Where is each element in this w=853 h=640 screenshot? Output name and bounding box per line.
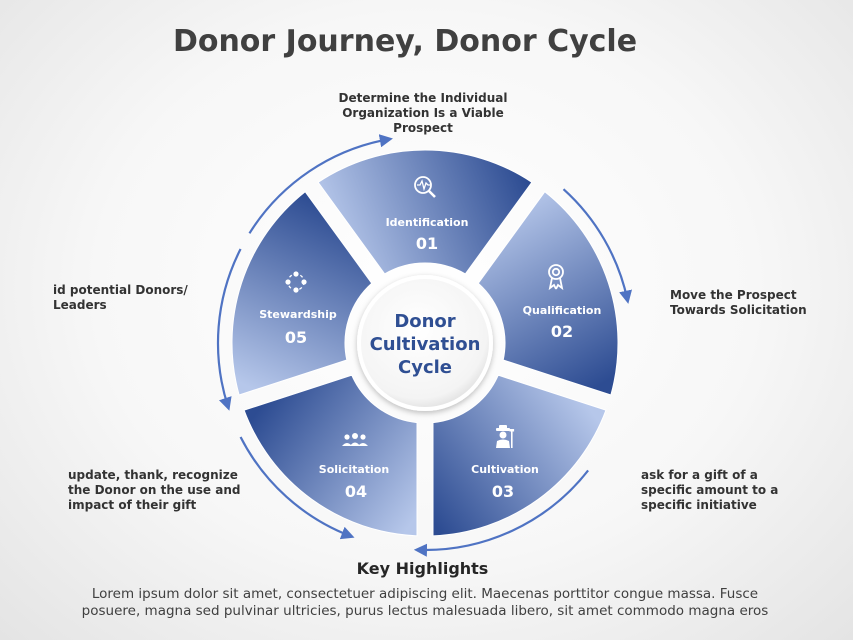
segment-qualification [477,190,619,396]
note-line: Leaders [53,298,107,312]
segment-label: Solicitation [319,463,389,476]
note-qualification: Move the Prospect Towards Solicitation [670,288,845,318]
cycle-arrow [413,469,589,557]
cycle-arrow [562,188,633,304]
note-line: ask for a gift of a [641,468,758,482]
center-line: Donor [394,311,455,332]
note-identification: Determine the Individual Organization Is… [318,91,528,136]
note-cultivation: ask for a gift of a specific amount to a… [641,468,816,513]
note-line: specific amount to a [641,483,779,497]
key-highlights-body: Lorem ipsum dolor sit amet, consectetuer… [40,586,810,620]
key-highlights-title: Key Highlights [356,559,489,578]
farmer-icon [496,425,515,448]
segment-content-solicitation: Solicitation 04 [319,433,389,501]
page-title: Donor Journey, Donor Cycle [172,24,638,59]
note-line: update, thank, recognize [68,468,238,482]
note-stewardship: id potential Donors/ Leaders [53,283,228,313]
note-solicitation: update, thank, recognize the Donor on th… [68,468,258,513]
segment-content-cultivation: Cultivation 03 [471,425,539,501]
segment-label: Stewardship [259,308,337,321]
cycle-arrow [248,134,393,234]
people-group-icon [342,433,368,446]
segment-content-stewardship: Stewardship 05 [259,271,337,347]
note-line: id potential Donors/ [53,283,188,297]
segment-cultivation [432,374,607,537]
cycle-arrow [239,436,355,540]
segment-number: 03 [492,482,514,501]
note-line: Determine the Individual [338,91,508,105]
note-line: Prospect [393,121,453,135]
cycle-arrow [216,248,242,411]
segment-identification [317,149,533,275]
segment-label: Cultivation [471,463,539,476]
note-line: Move the Prospect [670,288,797,302]
segment-label: Qualification [523,304,602,317]
note-line: Towards Solicitation [670,303,807,317]
segment-content-qualification: Qualification 02 [523,264,602,341]
segment-content-identification: Identification 01 [386,176,469,253]
segment-number: 02 [551,322,573,341]
key-highlights-line: Lorem ipsum dolor sit amet, consectetuer… [91,586,759,602]
magnifier-pulse-icon [414,176,436,198]
note-line: impact of their gift [68,498,197,512]
cycle-dots-icon [285,271,307,293]
segment-number: 01 [416,234,438,253]
key-highlights-line: posuere, magna sed pulvinar ultricies, p… [81,603,769,619]
segment-label: Identification [386,216,469,229]
note-line: specific initiative [641,498,757,512]
note-line: Organization Is a Viable [342,106,504,120]
segment-stewardship [231,190,373,396]
segment-number: 04 [345,482,367,501]
center-line: Cycle [398,357,452,378]
award-ribbon-icon [548,264,564,291]
note-line: the Donor on the use and [68,483,241,497]
center-circle [357,275,493,411]
segment-solicitation [243,374,418,537]
segment-number: 05 [285,328,307,347]
center-line: Cultivation [370,334,481,355]
